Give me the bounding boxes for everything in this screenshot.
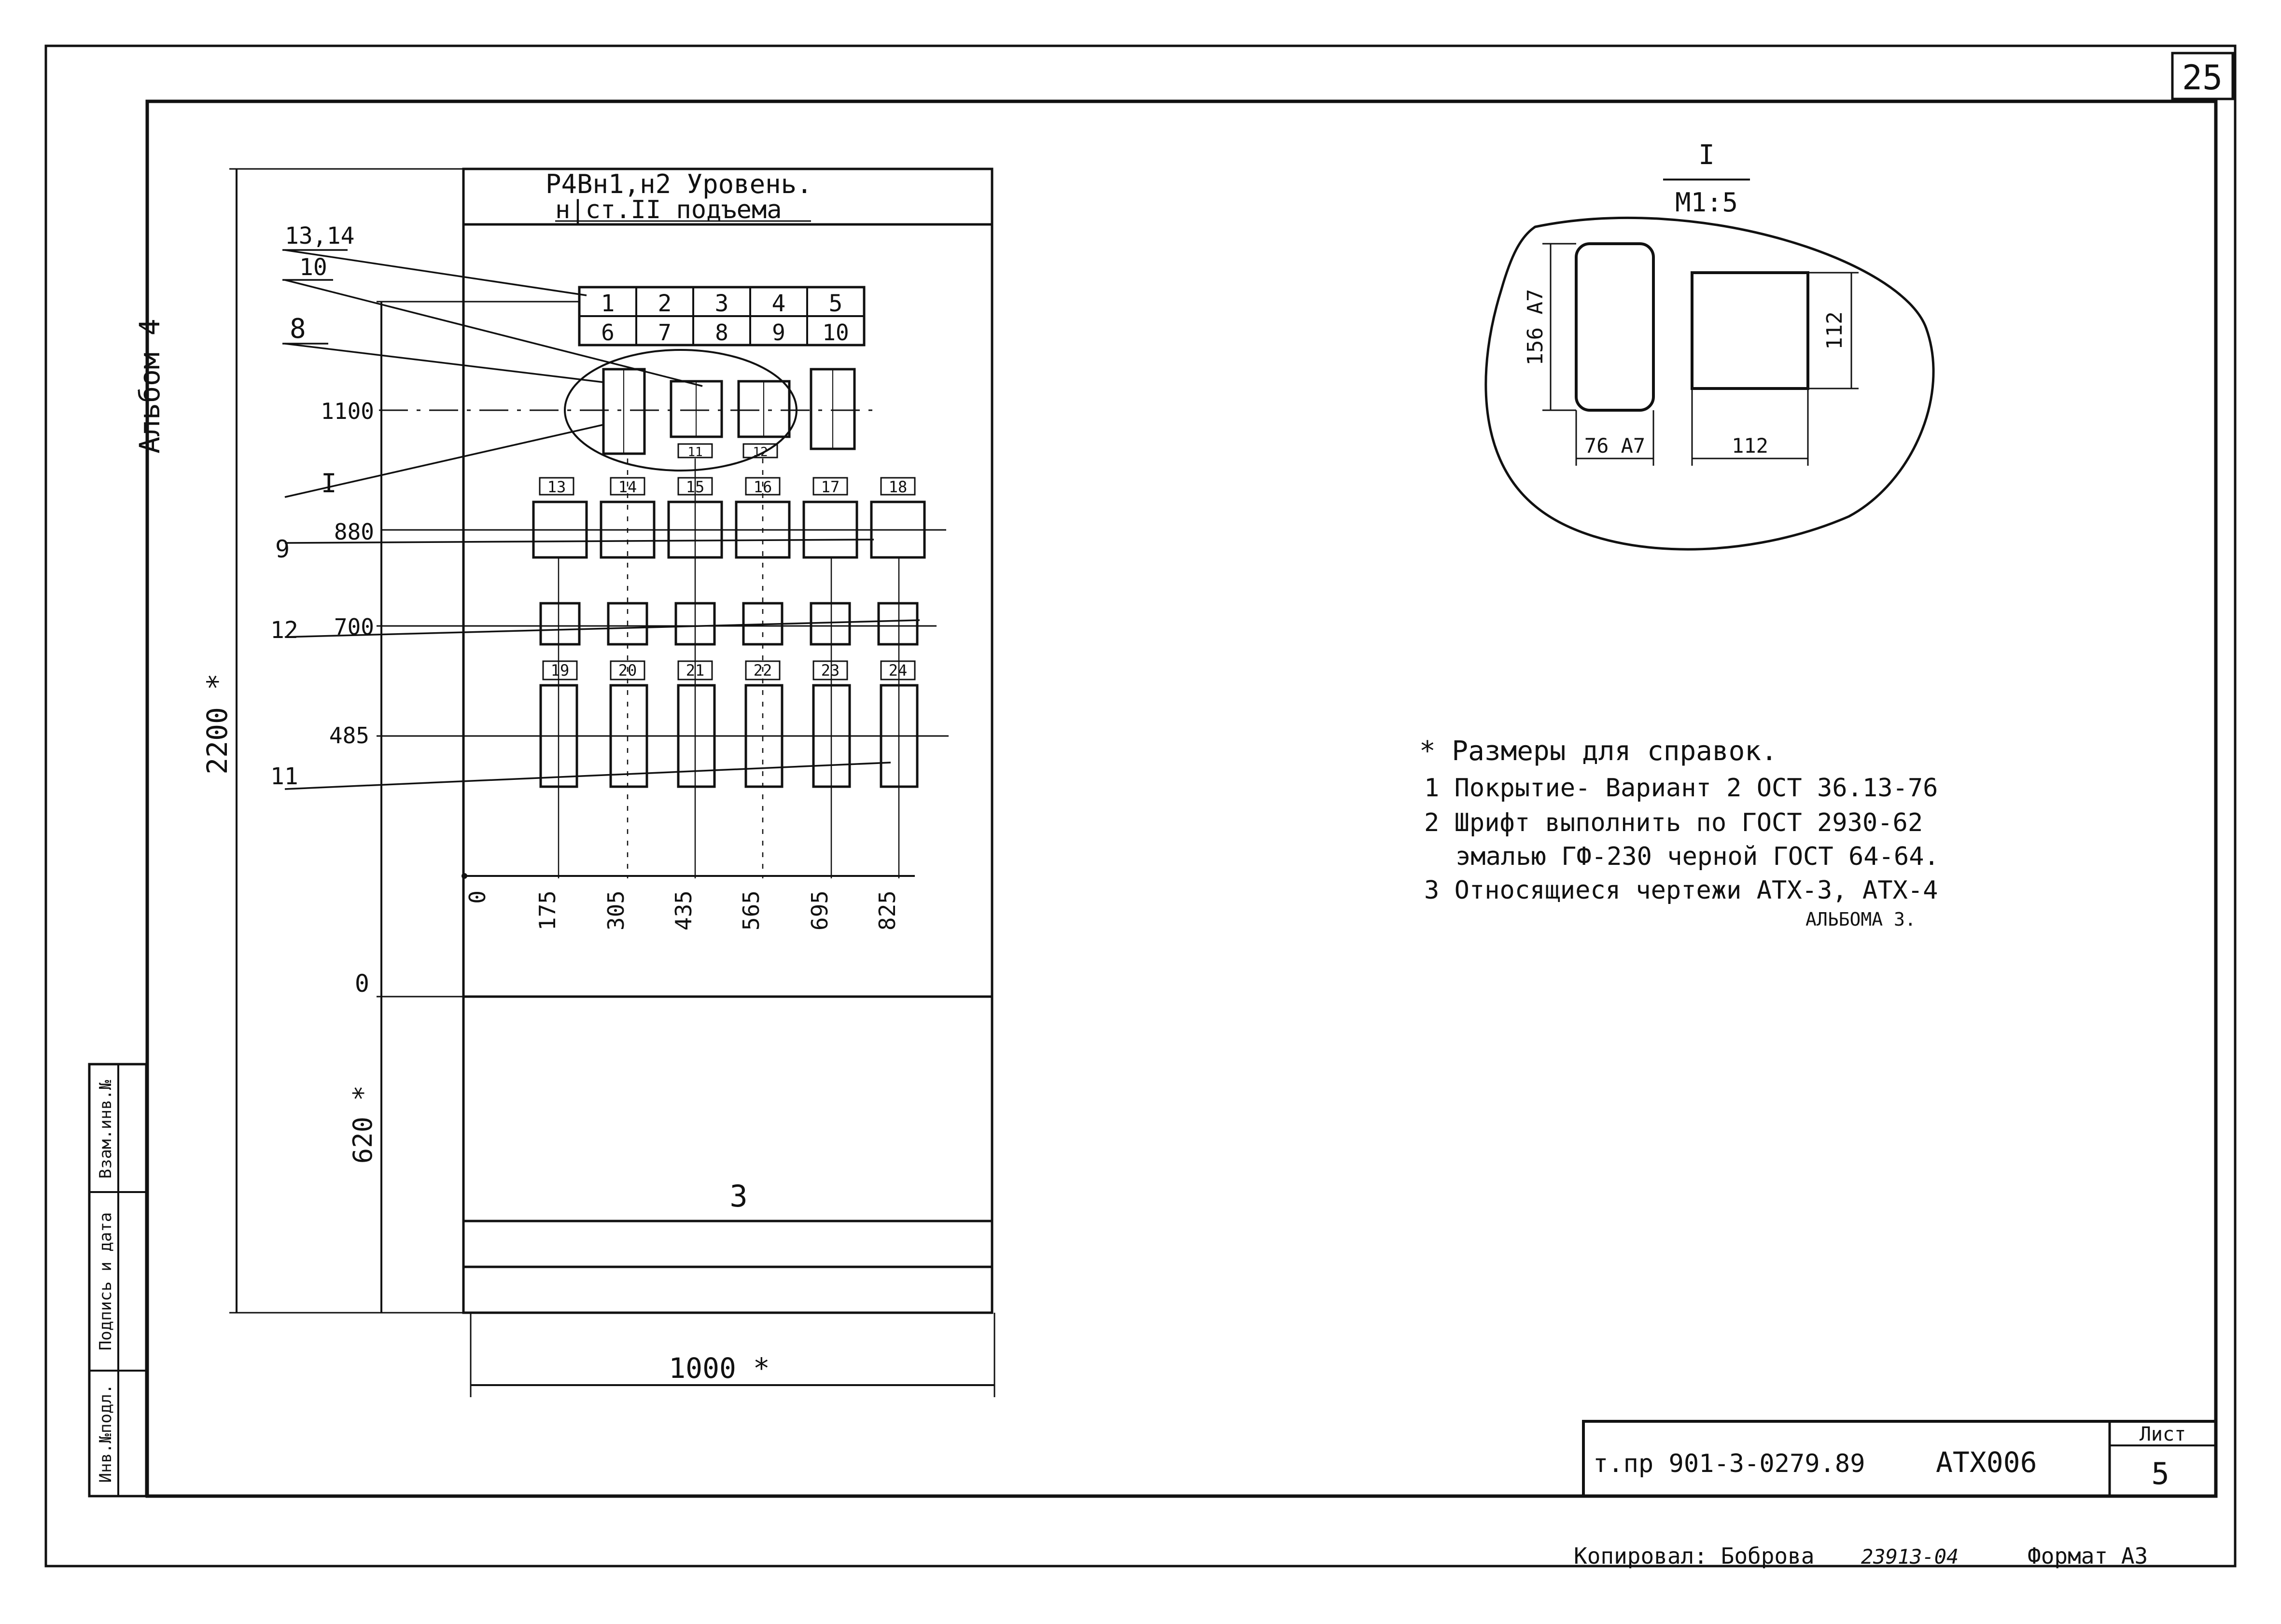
leader-12: 12 <box>270 617 298 644</box>
tag-12: 12 <box>753 445 768 459</box>
xdim-825: 825 <box>874 890 900 930</box>
leader-8: 8 <box>290 313 306 345</box>
tag-17: 17 <box>821 478 840 496</box>
level-0: 0 <box>355 970 369 998</box>
leader-I: I <box>321 468 337 499</box>
table-cell-7: 7 <box>658 319 672 346</box>
row-1100: 11 12 <box>379 368 879 459</box>
width-dimension: 1000 * <box>470 1313 995 1397</box>
leader-11: 11 <box>270 763 298 790</box>
base-label: 3 <box>729 1179 747 1214</box>
panel-title-1: Р4Вн1,н2 Уровень. <box>546 169 812 199</box>
vertical-dimensions: 2200 * 1100 880 700 485 0 620 * <box>201 168 579 1314</box>
footer-format: Формат А3 <box>2028 1543 2148 1569</box>
row-700 <box>377 602 937 646</box>
detail-rect-square <box>1691 271 1809 390</box>
outer-frame <box>44 44 2237 1568</box>
panel-drawing: Р4Вн1,н2 Уровень. н|ст.II подъема 1 2 3 … <box>377 167 994 1314</box>
table-cell-3: 3 <box>715 290 729 317</box>
xdim-695: 695 <box>807 890 833 930</box>
detail-height-left: 156 A7 <box>1523 289 1548 366</box>
side-stamp: Инв.№подл. Подпись и дата Взам.инв.№ <box>88 1063 148 1498</box>
table-cell-10: 10 <box>822 319 849 346</box>
tag-24: 24 <box>889 661 908 680</box>
table-cell-5: 5 <box>829 290 843 317</box>
title-sheet-value: 5 <box>2151 1456 2169 1491</box>
title-code: т.пр 901-3-0279.89 <box>1593 1449 1865 1478</box>
height-total-dim: 2200 * <box>201 673 234 775</box>
xdim-0: 0 <box>464 890 490 904</box>
leader-13-14: 13,14 <box>285 222 355 250</box>
album-label: Альбом 4 <box>133 319 166 453</box>
table-cell-1: 1 <box>601 290 615 317</box>
row-880 <box>381 500 946 559</box>
level-485: 485 <box>329 722 369 749</box>
note-5: АЛЬБОМА 3. <box>1805 909 1916 930</box>
width-total-dim: 1000 * <box>669 1352 770 1385</box>
detail-width-right: 112 <box>1732 434 1768 458</box>
title-drawing: АТХ006 <box>1936 1446 2037 1479</box>
detail-view: I M1:5 156 A7 112 76 A7 112 <box>1484 139 1935 551</box>
footer-copied: Копировал: Боброва <box>1574 1543 1815 1569</box>
level-880: 880 <box>334 519 374 545</box>
inner-frame <box>145 99 2218 1498</box>
table-cell-8: 8 <box>715 319 728 346</box>
table-cell-4: 4 <box>772 290 786 317</box>
tag-19: 19 <box>551 661 570 680</box>
footer: Копировал: Боброва 23913-04 Формат А3 <box>1574 1543 2148 1569</box>
tag-13: 13 <box>547 478 566 496</box>
tag-14: 14 <box>618 478 637 496</box>
level-1100: 1100 <box>321 398 374 424</box>
note-0: * Размеры для справок. <box>1419 736 1777 767</box>
xdim-175: 175 <box>534 890 560 930</box>
table-cell-2: 2 <box>658 290 672 317</box>
column-centerlines <box>558 458 900 878</box>
note-3: эмалью ГФ-230 черной ГОСТ 64-64. <box>1455 842 1939 871</box>
table-cell-6: 6 <box>601 319 615 346</box>
xdim-435: 435 <box>671 890 697 930</box>
leader-9: 9 <box>275 535 290 563</box>
stamp-inv: Инв.№подл. <box>96 1384 115 1483</box>
panel-outline <box>462 167 994 1314</box>
title-block: т.пр 901-3-0279.89 АТХ006 Лист 5 <box>1582 1420 2217 1498</box>
detail-rect-tall <box>1575 242 1655 412</box>
detail-title: I <box>1698 139 1715 171</box>
panel-title-2: н|ст.II подъема <box>555 195 782 224</box>
detail-height-right: 112 <box>1822 311 1847 349</box>
sheet-number: 25 <box>2182 58 2223 97</box>
stamp-vzam: Взам.инв.№ <box>96 1080 115 1179</box>
leader-lines <box>282 249 920 790</box>
tag-18: 18 <box>889 478 908 496</box>
row-2-tags: 13 14 15 16 17 18 <box>539 477 916 496</box>
height-base-dim: 620 * <box>348 1085 378 1164</box>
tag-16: 16 <box>754 478 772 496</box>
note-2: 2 Шрифт выполнить по ГОСТ 2930-62 <box>1424 808 1923 837</box>
xdim-565: 565 <box>738 890 764 930</box>
detail-outline <box>1484 216 1935 551</box>
footer-order: 23913-04 <box>1861 1545 1959 1568</box>
leader-10: 10 <box>299 254 327 281</box>
notes: * Размеры для справок. 1 Покрытие- Вариа… <box>1419 736 1939 930</box>
tag-23: 23 <box>821 661 840 680</box>
table-cell-9: 9 <box>772 319 785 346</box>
position-table: 1 2 3 4 5 6 7 8 9 10 <box>578 286 866 347</box>
note-1: 1 Покрытие- Вариант 2 ОСТ 36.13-76 <box>1424 774 1938 803</box>
detail-width-left: 76 A7 <box>1584 434 1645 458</box>
row-4-tags: 19 20 21 22 23 24 <box>542 660 916 680</box>
title-sheet-label: Лист <box>2140 1423 2186 1445</box>
tag-11: 11 <box>687 445 702 459</box>
note-4: 3 Относящиеся чертежи АТХ-3, АТХ-4 <box>1424 876 1938 905</box>
detail-scale: M1:5 <box>1675 187 1738 218</box>
stamp-sign: Подпись и дата <box>96 1212 115 1351</box>
sheet-number-box <box>2171 52 2234 100</box>
xdim-305: 305 <box>603 890 629 930</box>
